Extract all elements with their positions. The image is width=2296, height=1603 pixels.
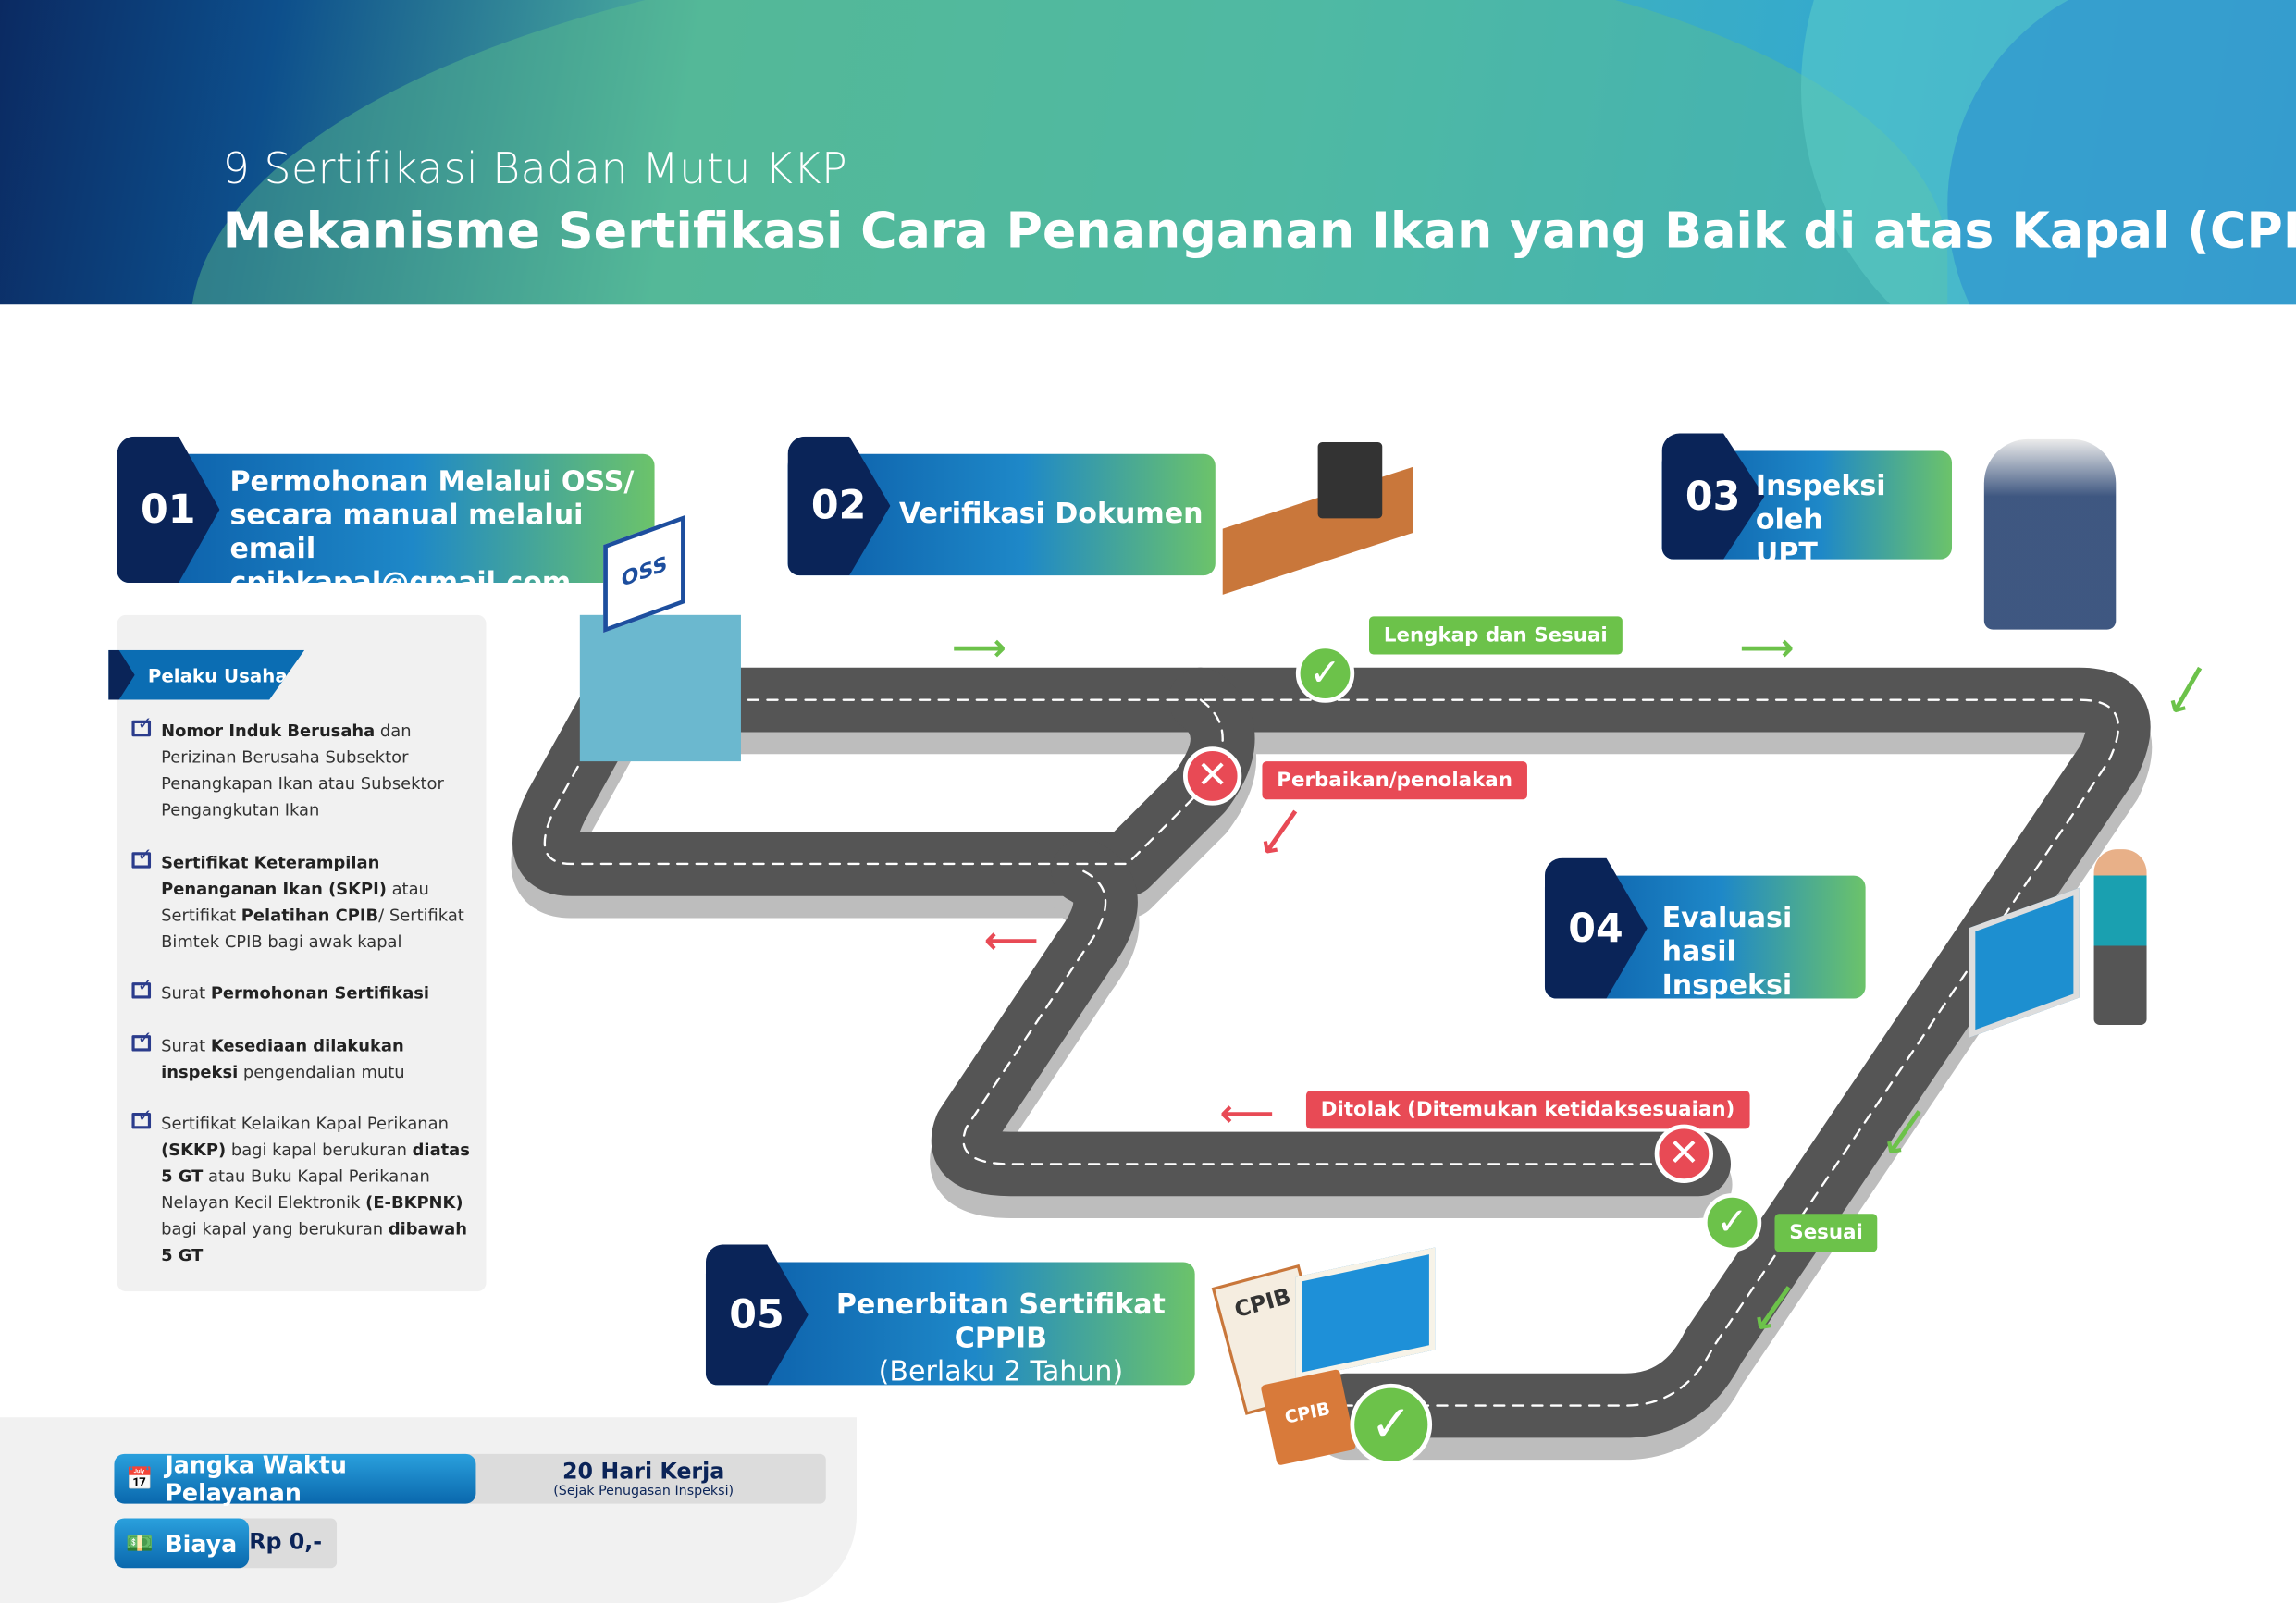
step-line: Inspeksi	[1661, 968, 1793, 1002]
road-revision-loop	[512, 667, 1255, 896]
check-circle-icon: ✓	[1350, 1383, 1433, 1466]
presenter-illustration	[2093, 849, 2147, 1026]
step-line: (Berlaku 2 Tahun)	[878, 1355, 1124, 1388]
label-sesuai: Sesuai	[1774, 1214, 1878, 1252]
requirement-item: Sertifikat Kelaikan Kapal Perikanan (SKK…	[131, 1103, 483, 1269]
arrow-right-icon: ⟶	[951, 626, 1006, 671]
x-circle-icon: ✕	[1654, 1124, 1713, 1183]
service-time-label: 📅 Jangka Waktu Pelayanan	[114, 1450, 476, 1507]
arrow-left-icon: ⟵	[1219, 1091, 1275, 1137]
step-number: 01	[117, 436, 220, 583]
checkbox-icon	[131, 1025, 153, 1052]
step-line: Permohonan Melalui OSS/	[229, 465, 635, 499]
cost-label-text: Biaya	[165, 1529, 238, 1558]
requirement-item: Surat Kesediaan dilakukan inspeksi penge…	[131, 1025, 483, 1087]
time-label: Jangka Waktu Pelayanan	[165, 1450, 347, 1507]
checkbox-icon	[131, 972, 153, 999]
step-05: 05 Penerbitan Sertifikat CPPIB (Berlaku …	[705, 1244, 1195, 1388]
pelaku-usaha-tag: Pelaku Usaha	[108, 649, 305, 700]
check-circle-icon: ✓	[1295, 644, 1355, 703]
step-line: Verifikasi Dokumen	[898, 498, 1204, 531]
time-note: (Sejak Penugasan Inspeksi)	[553, 1485, 734, 1499]
header-subtitle: 9 Sertifikasi Badan Mutu KKP	[222, 143, 848, 193]
step-01: 01 Permohonan Melalui OSS/ secara manual…	[117, 436, 655, 598]
label-lengkap-sesuai: Lengkap dan Sesuai	[1369, 616, 1623, 655]
label-perbaikan-penolakan: Perbaikan/penolakan	[1262, 761, 1527, 800]
requirements-panel	[117, 614, 487, 1292]
arrow-left-icon: ⟵	[983, 919, 1039, 964]
computer-icon	[1317, 442, 1383, 519]
step-03: 03 Inspeksi oleh UPT BPPMHKP	[1661, 433, 1953, 603]
step-line: Penerbitan Sertifikat CPPIB	[835, 1288, 1166, 1355]
cost-value: Rp 0,-	[234, 1518, 338, 1569]
time-value: 20 Hari Kerja	[562, 1458, 725, 1486]
step-number: 04	[1544, 857, 1648, 999]
inspectors-illustration	[1983, 438, 2117, 630]
step-02: 02 Verifikasi Dokumen	[787, 436, 1216, 576]
checkbox-icon	[131, 1103, 153, 1129]
requirement-item: Sertifikat Keterampilan Penanganan Ikan …	[131, 842, 483, 956]
header-title: Mekanisme Sertifikasi Cara Penanganan Ik…	[222, 202, 2296, 261]
step-line: Evaluasi hasil	[1661, 902, 1793, 968]
x-circle-icon: ✕	[1182, 746, 1242, 806]
step-number: 02	[787, 436, 891, 576]
service-info-panel	[0, 1417, 857, 1603]
requirement-item: Surat Permohonan Sertifikasi	[131, 972, 483, 1007]
step-line: Inspeksi oleh	[1755, 470, 1886, 536]
step-number: 03	[1661, 433, 1765, 560]
step-line: UPT BPPMHKP	[1755, 536, 1911, 604]
checkbox-icon	[131, 710, 153, 737]
oss-desk-illustration	[579, 614, 741, 762]
step-number: 05	[705, 1244, 809, 1386]
money-icon: 💵	[126, 1530, 154, 1557]
check-circle-icon: ✓	[1702, 1193, 1762, 1252]
checkbox-icon	[131, 842, 153, 869]
calendar-clock-icon: 📅	[126, 1465, 154, 1492]
service-time-value: 20 Hari Kerja (Sejak Penugasan Inspeksi)	[461, 1453, 826, 1504]
label-ditolak: Ditolak (Ditemukan ketidaksesuaian)	[1305, 1091, 1750, 1129]
step-email-link[interactable]: cpibkapal@gmail.com	[229, 566, 572, 599]
arrow-right-icon: ⟶	[1739, 626, 1795, 671]
cost-label: 💵 Biaya	[114, 1518, 250, 1569]
requirement-item: Nomor Induk Berusaha dan Perizinan Berus…	[131, 710, 483, 824]
header-banner: 9 Sertifikasi Badan Mutu KKP Mekanisme S…	[0, 0, 2296, 305]
cpib-folder-icon: CPIB	[1260, 1368, 1357, 1466]
step-04: 04 Evaluasi hasil Inspeksi	[1544, 857, 1866, 1002]
step-line: secara manual melalui email	[229, 499, 584, 565]
